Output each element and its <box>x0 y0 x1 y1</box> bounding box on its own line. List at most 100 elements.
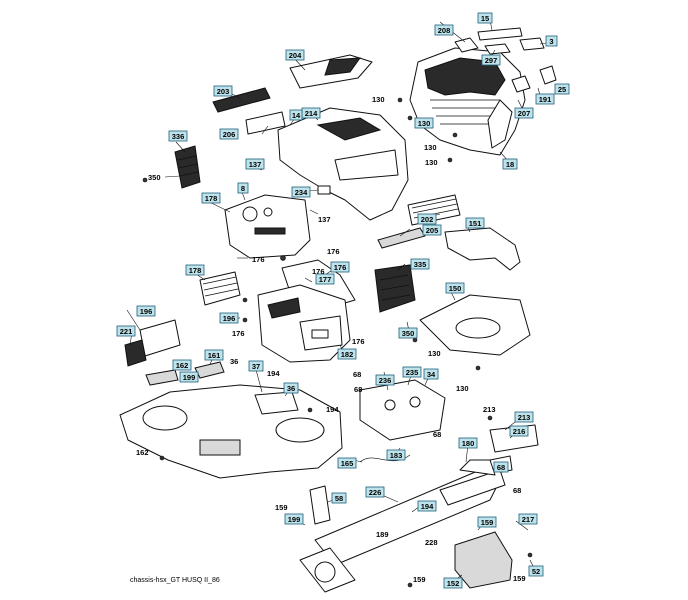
callout-203: 203 <box>213 85 233 97</box>
seat-plate <box>359 379 446 441</box>
label-176-a: 176 <box>327 247 340 256</box>
callout-217: 217 <box>518 513 538 525</box>
callout-36-box: 36 <box>283 382 299 394</box>
label-162: 162 <box>136 448 149 457</box>
battery-tray-152 <box>454 531 513 589</box>
svg-text:221: 221 <box>120 327 133 336</box>
svg-text:150: 150 <box>449 284 462 293</box>
label-68-b: 68 <box>354 385 362 394</box>
callout-14: 14 <box>289 109 303 121</box>
svg-text:3: 3 <box>549 37 553 46</box>
label-159-a: 159 <box>275 503 288 512</box>
svg-text:178: 178 <box>205 194 218 203</box>
label-194-b: 194 <box>326 405 339 414</box>
callout-3: 3 <box>545 35 558 47</box>
svg-text:176: 176 <box>334 263 347 272</box>
callout-137: 137 <box>245 158 265 170</box>
svg-text:234: 234 <box>295 188 308 197</box>
callout-204: 204 <box>285 49 305 61</box>
svg-text:196: 196 <box>140 307 153 316</box>
svg-text:15: 15 <box>481 14 489 23</box>
callout-150: 150 <box>445 282 465 294</box>
svg-text:202: 202 <box>421 215 434 224</box>
callout-165: 165 <box>337 457 357 469</box>
callout-226: 226 <box>365 486 385 498</box>
label-130-e: 130 <box>456 384 469 393</box>
svg-text:207: 207 <box>518 109 531 118</box>
side-vent-336 <box>174 145 201 189</box>
callout-196-top: 196 <box>136 305 156 317</box>
callout-350-box: 350 <box>398 327 418 339</box>
side-panel-178 <box>199 271 241 306</box>
callout-151: 151 <box>465 217 485 229</box>
callout-178-top: 178 <box>201 192 221 204</box>
callout-176-box: 176 <box>330 261 350 273</box>
callout-162-box: 162 <box>172 359 192 371</box>
pan-150 <box>419 294 531 356</box>
svg-text:180: 180 <box>462 439 475 448</box>
label-159-b: 159 <box>413 575 426 584</box>
callout-161: 161 <box>204 349 224 361</box>
front-housing-182 <box>257 284 351 363</box>
label-350-a: 350 <box>148 173 161 182</box>
svg-text:34: 34 <box>427 370 436 379</box>
callout-152: 152 <box>443 577 463 589</box>
callout-18: 18 <box>502 158 518 170</box>
svg-text:216: 216 <box>513 427 526 436</box>
svg-text:18: 18 <box>506 160 514 169</box>
svg-text:130: 130 <box>418 119 431 128</box>
callout-196-mid: 196 <box>219 312 239 324</box>
callout-177: 177 <box>315 273 335 285</box>
callout-52: 52 <box>528 565 544 577</box>
callout-191: 191 <box>535 93 555 105</box>
svg-text:191: 191 <box>539 95 552 104</box>
label-194-a: 194 <box>267 369 280 378</box>
label-137: 137 <box>318 215 331 224</box>
callout-58: 58 <box>331 492 347 504</box>
label-176-d: 176 <box>232 329 245 338</box>
svg-text:204: 204 <box>289 51 302 60</box>
callout-15: 15 <box>477 12 493 24</box>
svg-text:196: 196 <box>223 314 236 323</box>
callout-182: 182 <box>337 348 357 360</box>
svg-text:159: 159 <box>481 518 494 527</box>
svg-text:205: 205 <box>426 226 439 235</box>
callout-336: 336 <box>168 130 188 142</box>
label-68-c: 68 <box>433 430 441 439</box>
callout-199-top: 199 <box>179 371 199 383</box>
callout-214: 214 <box>301 107 321 119</box>
chassis-frame <box>299 459 506 593</box>
svg-text:213: 213 <box>518 413 531 422</box>
svg-text:226: 226 <box>369 488 382 497</box>
svg-text:214: 214 <box>305 109 318 118</box>
svg-text:182: 182 <box>341 350 354 359</box>
hood-assembly <box>409 47 526 156</box>
svg-text:137: 137 <box>249 160 262 169</box>
callout-183: 183 <box>386 449 406 461</box>
svg-text:336: 336 <box>172 132 185 141</box>
callout-130-box: 130 <box>414 117 434 129</box>
headlight-parts <box>454 27 557 93</box>
svg-text:208: 208 <box>438 26 451 35</box>
svg-text:235: 235 <box>406 368 419 377</box>
callout-180: 180 <box>458 437 478 449</box>
label-176-b: 176 <box>252 255 265 264</box>
svg-text:335: 335 <box>414 260 427 269</box>
callout-194-box: 194 <box>417 500 437 512</box>
label-130-c: 130 <box>425 158 438 167</box>
svg-text:183: 183 <box>390 451 403 460</box>
callout-207: 207 <box>514 107 534 119</box>
label-189: 189 <box>376 530 389 539</box>
svg-text:165: 165 <box>341 459 354 468</box>
callout-178-mid: 178 <box>185 264 205 276</box>
label-68-d: 68 <box>513 486 521 495</box>
grille-pieces <box>212 87 286 135</box>
label-68-a: 68 <box>353 370 361 379</box>
svg-text:199: 199 <box>288 515 301 524</box>
callout-202: 202 <box>417 213 437 225</box>
callout-199-bottom: 199 <box>284 513 304 525</box>
callout-8: 8 <box>237 182 249 194</box>
svg-text:58: 58 <box>335 494 343 503</box>
svg-text:203: 203 <box>217 87 230 96</box>
